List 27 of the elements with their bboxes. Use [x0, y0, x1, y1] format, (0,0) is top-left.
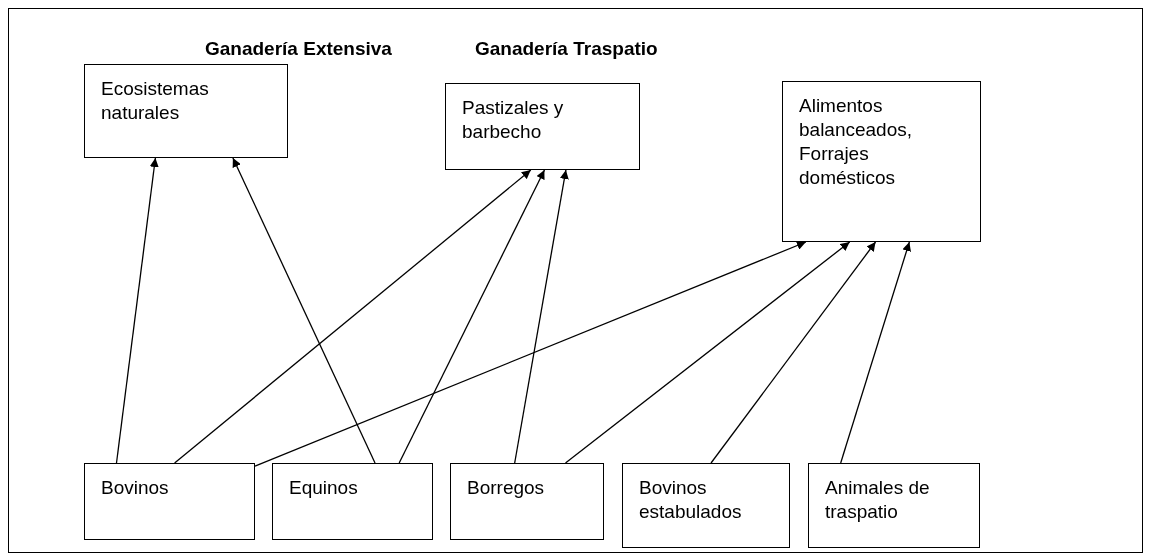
- arrow: [564, 241, 851, 464]
- box-label: Bovinos estabulados: [639, 476, 743, 524]
- arrow: [254, 241, 807, 467]
- box-label: Alimentos balanceados, Forrajes domésticos: [799, 94, 914, 190]
- text-box: [272, 463, 433, 540]
- arrow: [174, 169, 532, 464]
- arrow: [514, 169, 569, 464]
- text-box: [84, 463, 255, 540]
- text-box: [808, 463, 980, 548]
- group-heading: Ganadería Traspatio: [475, 38, 658, 60]
- arrow: [398, 169, 546, 464]
- arrow: [232, 157, 376, 464]
- arrow: [115, 157, 159, 464]
- box-label: Bovinos: [101, 476, 170, 500]
- box-label: Animales de traspatio: [825, 476, 931, 524]
- box-label: Borregos: [467, 476, 546, 500]
- text-box: [450, 463, 604, 540]
- box-label: Pastizales y barbecho: [462, 96, 565, 144]
- arrow: [710, 241, 877, 464]
- box-label: Ecosistemas naturales: [101, 77, 210, 125]
- group-heading: Ganadería Extensiva: [205, 38, 392, 60]
- text-box: [84, 64, 288, 158]
- text-box: [782, 81, 981, 242]
- text-box: [622, 463, 790, 548]
- arrow: [840, 241, 911, 464]
- text-box: [445, 83, 640, 170]
- box-label: Equinos: [289, 476, 359, 500]
